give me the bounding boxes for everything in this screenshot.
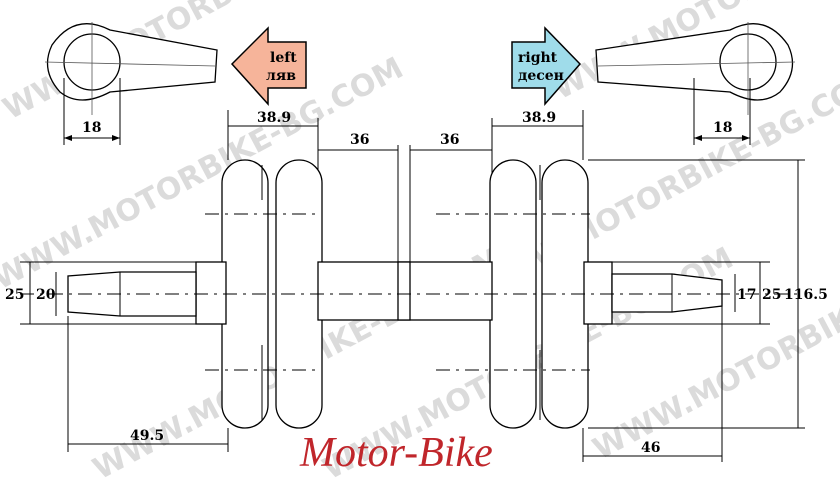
center-lines <box>20 165 800 420</box>
left-arrow-sublabel: ляв <box>266 68 296 84</box>
left-shaft <box>67 261 227 325</box>
right-arrow-label: right <box>518 50 558 66</box>
right-shaft-inner-dimension: 17 <box>737 287 756 303</box>
right-shaft <box>583 261 723 325</box>
right-shaft-outer-dimension: 25 <box>762 287 781 303</box>
left-shaft-outer-dimension: 25 <box>5 287 24 303</box>
bottom-dimensions: 49.5 46 <box>67 306 723 462</box>
left-web-dimension: 38.9 <box>257 110 291 126</box>
left-eye-dimension: 18 <box>82 120 101 136</box>
right-web-dimension: 38.9 <box>522 110 556 126</box>
left-half-dimension: 36 <box>350 132 369 148</box>
right-arrow-sublabel: десен <box>518 68 564 84</box>
left-direction-arrow: left ляв <box>230 26 307 106</box>
crank-pin <box>317 261 493 321</box>
left-arrow-label: left <box>270 50 297 66</box>
right-rod-end: 18 <box>595 22 796 145</box>
left-rod-end: 18 <box>44 22 218 145</box>
right-half-dimension: 36 <box>440 132 459 148</box>
right-direction-arrow: right десен <box>511 26 582 106</box>
brand-title: Motor-Bike <box>299 430 493 476</box>
left-shaft-inner-dimension: 20 <box>36 287 56 303</box>
right-side-dimensions: 17 25 116.5 <box>588 159 828 429</box>
left-side-dimensions: 25 20 <box>5 261 196 325</box>
top-dimensions: 38.9 36 36 38.9 <box>227 110 584 262</box>
overall-height-dimension: 116.5 <box>784 287 828 303</box>
right-eye-dimension: 18 <box>713 120 732 136</box>
left-length-dimension: 49.5 <box>130 428 164 444</box>
right-length-dimension: 46 <box>641 440 660 456</box>
